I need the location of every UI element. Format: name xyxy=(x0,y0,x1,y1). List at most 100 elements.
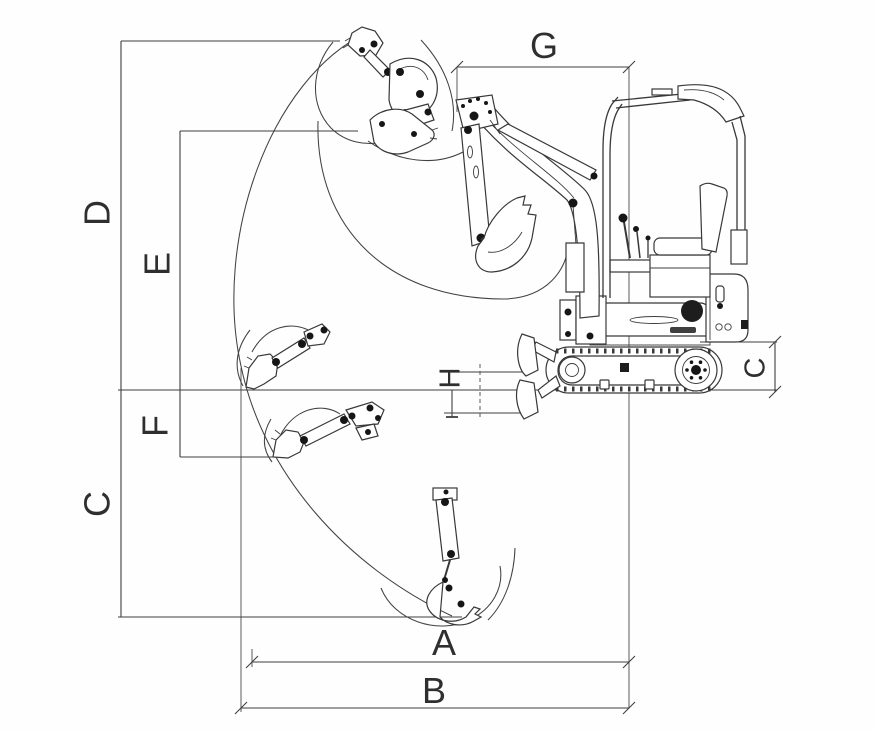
bolt xyxy=(484,101,488,105)
arm-pivot-pin xyxy=(469,111,479,121)
drive-sprocket-inner xyxy=(682,356,710,384)
pin xyxy=(586,332,594,340)
bucket-position-max-depth xyxy=(426,487,483,626)
tick xyxy=(768,385,782,399)
floor-plate xyxy=(609,259,655,273)
arc-ground-position-upper xyxy=(251,325,313,353)
pin xyxy=(272,358,280,366)
pin xyxy=(565,331,571,337)
tick xyxy=(234,701,248,715)
idler-wheel-inner xyxy=(565,363,579,377)
ghost-link xyxy=(443,559,451,581)
tick xyxy=(768,335,782,349)
bucket-position-max-height xyxy=(342,26,439,155)
pin xyxy=(396,68,404,76)
pin xyxy=(298,340,306,348)
envelope-arc-lower-left xyxy=(240,365,453,617)
arm-slot xyxy=(467,145,473,159)
bucket-position-below-ground xyxy=(270,401,385,459)
idler-wheel xyxy=(558,356,586,384)
track-roller xyxy=(644,379,655,390)
arc-top-position-left xyxy=(314,41,389,144)
pin xyxy=(365,429,371,435)
pin xyxy=(447,550,455,558)
bolt xyxy=(461,104,465,108)
pin xyxy=(375,415,381,421)
dim-label-e: E xyxy=(137,252,178,276)
boom-cylinder xyxy=(565,242,585,293)
pin xyxy=(424,108,432,116)
rear-post-base xyxy=(730,229,748,265)
ghost-bucket-dump xyxy=(369,108,435,155)
bucket-teeth xyxy=(342,37,351,49)
lever-knob xyxy=(633,226,639,232)
pin xyxy=(416,90,424,98)
bucket-seam xyxy=(487,231,523,253)
pin xyxy=(366,404,374,412)
bucket-teeth xyxy=(243,356,253,369)
pin xyxy=(568,198,578,208)
operator-station xyxy=(609,182,728,298)
bucket-teeth xyxy=(270,429,281,441)
track-frame-mark xyxy=(620,363,629,372)
deck-slot xyxy=(629,316,679,324)
canopy-roof-inner xyxy=(615,99,691,109)
pin xyxy=(348,412,356,420)
dim-label-c-track: C xyxy=(740,358,772,379)
tick xyxy=(622,60,636,74)
blade-arm-lowered xyxy=(537,375,561,399)
engine-cover xyxy=(705,273,749,343)
pin xyxy=(306,332,314,340)
bucket-swing-arc-center xyxy=(317,120,570,300)
pin xyxy=(443,489,449,495)
pin xyxy=(564,308,572,316)
ghost-link xyxy=(363,49,391,78)
bucket-cylinder xyxy=(496,123,597,181)
pin xyxy=(590,172,598,180)
dim-label-d: D xyxy=(77,200,118,226)
dim-label-g: G xyxy=(530,25,558,66)
tick xyxy=(245,655,259,669)
bucket-cylinder-rod xyxy=(489,119,501,135)
lever-knob xyxy=(645,235,651,241)
bolt xyxy=(685,368,689,372)
pin xyxy=(411,131,417,137)
control-lever xyxy=(623,221,631,259)
ghost-bucket xyxy=(426,581,483,626)
arc-belowground-position-upper xyxy=(279,407,341,437)
bolt xyxy=(689,360,694,365)
canopy-front-post-outer xyxy=(602,96,619,298)
cover-knob xyxy=(724,323,732,331)
bucket-teeth xyxy=(429,127,439,140)
deck-skid xyxy=(589,335,711,346)
dimension-lines xyxy=(118,40,782,715)
control-lever xyxy=(636,231,641,259)
seat-console xyxy=(649,254,711,298)
bolt xyxy=(476,97,480,101)
cover-knob xyxy=(715,323,723,331)
arc-belowground-position-left xyxy=(263,418,273,463)
brand-mark xyxy=(670,327,696,333)
dim-label-c-depth: C xyxy=(77,491,118,517)
arm-slot xyxy=(473,165,479,179)
body-cap-circle xyxy=(681,300,703,322)
dim-label-b: B xyxy=(422,670,446,711)
dim-label-a: A xyxy=(432,622,456,663)
bolt xyxy=(698,360,703,365)
bolt xyxy=(468,99,472,103)
bolt xyxy=(698,376,703,380)
tick xyxy=(622,655,636,669)
canopy-corner-seam xyxy=(683,89,725,101)
tick xyxy=(622,701,636,715)
lever-knob xyxy=(618,213,628,223)
canopy xyxy=(602,84,748,298)
arc-top-position-right xyxy=(420,39,455,132)
bucket-position-ground xyxy=(243,323,331,390)
body xyxy=(559,273,749,346)
pin xyxy=(340,416,348,424)
dozer-blade xyxy=(515,333,561,420)
pin xyxy=(379,121,385,127)
dimension-labels: D E F C G H C A B xyxy=(77,25,772,711)
ghost-arm xyxy=(435,497,460,562)
